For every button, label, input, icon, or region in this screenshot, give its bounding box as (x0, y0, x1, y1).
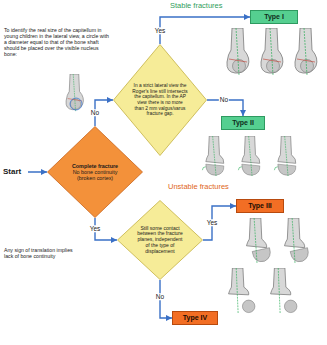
diamond-text-block: Complete fractureNo bone continuity (bro… (69, 163, 121, 182)
edge-label: No (90, 109, 100, 116)
section-heading: Unstable fractures (168, 183, 229, 192)
edge-label: No (219, 96, 229, 103)
edge-label: Yes (206, 219, 219, 226)
flow-arrow (203, 206, 236, 240)
type-label: Type III (248, 202, 272, 210)
decision-text: Complete fracture (69, 163, 121, 169)
bone-illustration (284, 218, 308, 263)
decision-text: Still some contact between the fracture … (135, 226, 185, 255)
note-text: To identify the real size of the capitel… (4, 28, 110, 58)
bone-illustration (202, 136, 223, 176)
flow-arrow (160, 17, 250, 44)
diamond-shape (118, 201, 203, 280)
decision-diamond: Complete fractureNo bone continuity (bro… (47, 126, 143, 218)
type-label: Type IV (183, 314, 207, 322)
start-label: Start (3, 167, 21, 176)
section-heading: Stable fractures (170, 2, 223, 11)
diamond-shape (114, 45, 207, 156)
type-box: Type III (236, 199, 284, 213)
bone-illustration (261, 28, 283, 75)
bone-illustration (246, 218, 270, 263)
decision-diamond: In a strict lateral view the Roger's lin… (113, 44, 207, 156)
type-box: Type II (221, 116, 265, 130)
diamond-text-block: Still some contact between the fracture … (135, 226, 185, 255)
type-label: Type II (232, 119, 254, 127)
bone-illustration (295, 28, 317, 75)
decision-diamond: Still some contact between the fracture … (117, 200, 203, 280)
edge-label: Yes (154, 27, 167, 34)
diamond-text-block: In a strict lateral view the Roger's lin… (132, 83, 188, 116)
decision-text: In a strict lateral view the Roger's lin… (132, 83, 188, 116)
edge-label: No (155, 293, 165, 300)
start-arrow (28, 171, 47, 173)
type-label: Type I (264, 13, 284, 21)
diamond-shape (48, 127, 143, 218)
type-box: Type IV (172, 311, 218, 325)
bone-illustration (229, 268, 255, 313)
bone-illustration (227, 28, 249, 75)
edge-label: Yes (89, 225, 102, 232)
bone-illustration (66, 74, 83, 111)
decision-text: No bone continuity (broken cortex) (69, 169, 121, 181)
bone-illustration (274, 136, 295, 176)
note-text: Any sign of translation implies lack of … (4, 248, 76, 260)
bone-illustration (271, 268, 297, 313)
size-circle (70, 98, 82, 110)
type-box: Type I (250, 10, 298, 24)
bone-illustration (238, 136, 259, 176)
